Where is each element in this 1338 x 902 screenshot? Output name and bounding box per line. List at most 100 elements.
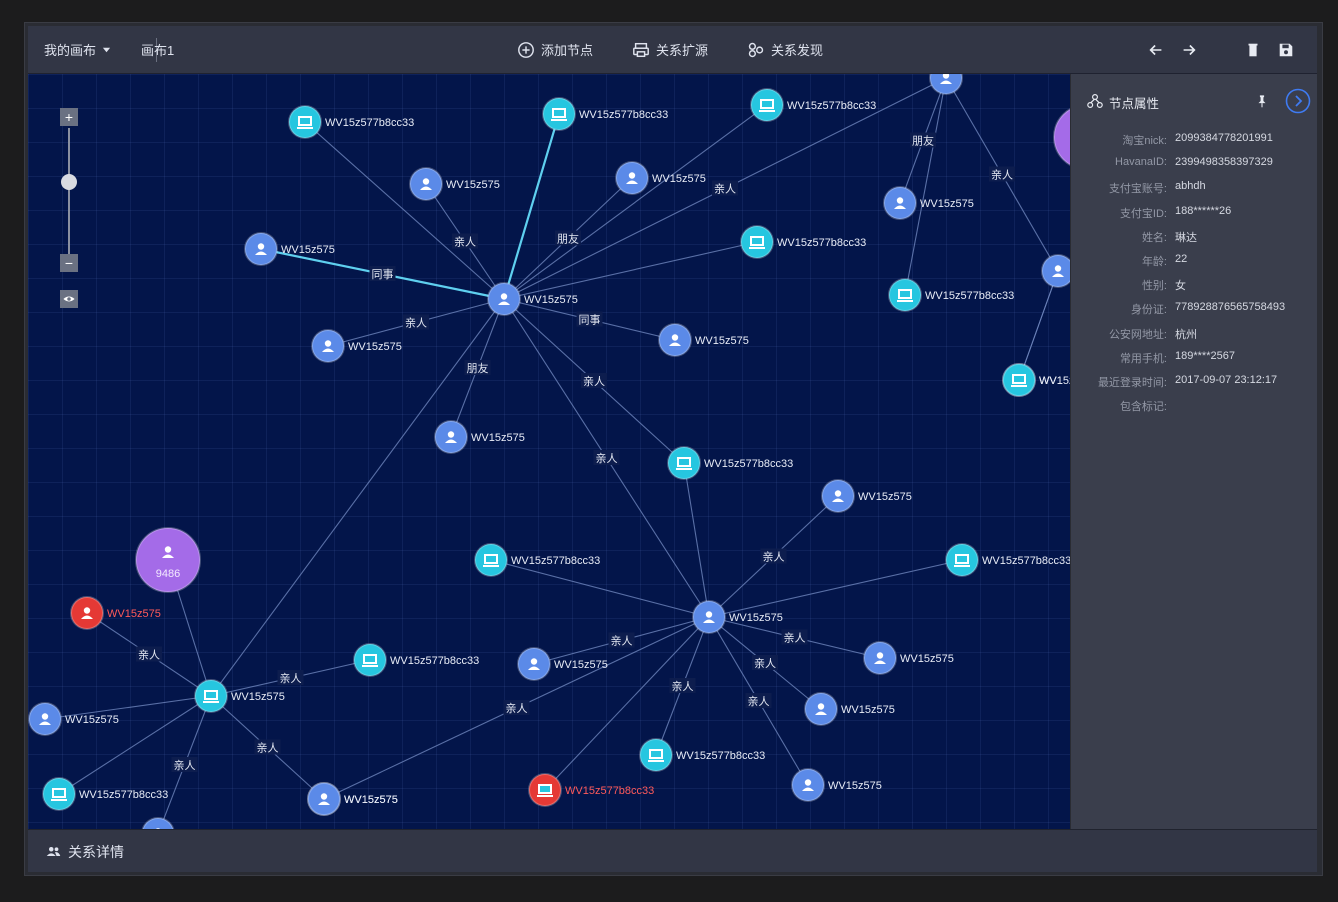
node-circle[interactable] <box>135 527 201 593</box>
edge-label: 亲人 <box>280 671 302 685</box>
graph-node[interactable]: WV15z577b8cc33 <box>528 773 654 807</box>
zoom-track[interactable] <box>68 128 70 260</box>
graph-node[interactable]: WV15z577b8cc33 <box>639 738 765 772</box>
graph-node[interactable]: WV15z575 <box>804 692 895 726</box>
property-row: 常用手机:189****2567 <box>1071 350 1317 368</box>
graph-node[interactable]: 9486 <box>135 527 201 593</box>
graph-edge[interactable] <box>1018 270 1059 381</box>
graph-node[interactable]: WV15z575 <box>863 641 954 675</box>
graph-node[interactable]: WV15z575 <box>658 323 749 357</box>
graph-node[interactable]: WV15z575 <box>409 167 500 201</box>
person-icon-body <box>1052 273 1064 277</box>
zoom-slider-handle[interactable] <box>61 174 77 190</box>
graph-node[interactable]: WV15z575 <box>141 817 232 829</box>
edge-label: 同事 <box>372 268 394 281</box>
delete-button[interactable] <box>1244 26 1262 73</box>
top-toolbar: 我的画布 画布1 添加节点 关系扩源 关系发现 <box>28 26 1317 74</box>
redo-button[interactable] <box>1180 26 1198 73</box>
person-icon-body <box>528 666 540 670</box>
graph-node[interactable]: WV15z577b8cc33 <box>667 446 793 480</box>
graph-edge[interactable] <box>502 113 561 300</box>
node-graph-icon <box>1087 94 1103 108</box>
expand-relation-button[interactable]: 关系扩源 <box>632 26 708 73</box>
visibility-toggle[interactable] <box>60 290 78 308</box>
person-icon-body <box>322 348 334 352</box>
graph-edge[interactable] <box>490 559 710 618</box>
edge-label-bg <box>136 646 162 662</box>
graph-node[interactable]: WV15z577b8cc33 <box>750 88 876 122</box>
graph-node[interactable]: WV15z575 <box>194 679 285 713</box>
graph-edge[interactable] <box>304 121 505 300</box>
graph-node[interactable]: WV15z577b8cc33 <box>740 225 866 259</box>
graph-node[interactable] <box>929 74 963 95</box>
edge-label-bg <box>171 757 198 772</box>
edge-label: 亲人 <box>784 631 806 645</box>
zoom-in-button[interactable]: + <box>60 108 78 126</box>
graph-node[interactable]: WV15z577b8cc33 <box>474 543 600 577</box>
node-label: WV15z575 <box>841 704 895 716</box>
undo-button[interactable] <box>1147 26 1165 73</box>
graph-edge[interactable] <box>708 559 963 618</box>
graph-node[interactable]: WV15z575 <box>244 232 335 266</box>
graph-node[interactable]: WV1 <box>1002 363 1063 397</box>
node-label: WV15z575 <box>695 335 749 347</box>
discover-relation-button[interactable]: 关系发现 <box>747 26 823 73</box>
relation-graph[interactable]: 亲人朋友同事亲人同事朋友亲人亲人亲人朋友亲人亲人亲人亲人亲人亲人亲人亲人亲人亲人… <box>28 74 1070 829</box>
graph-node[interactable]: WV15z575 <box>883 186 974 220</box>
person-icon-body <box>669 342 681 346</box>
add-node-button[interactable]: 添加节点 <box>517 26 593 73</box>
property-row: 最近登录时间:2017-09-07 23:12:17 <box>1071 374 1317 392</box>
canvas-menu-dropdown[interactable]: 我的画布 <box>44 26 111 73</box>
graph-edge[interactable] <box>904 77 947 296</box>
node-circle[interactable] <box>1053 105 1070 169</box>
pin-icon[interactable] <box>1255 94 1269 108</box>
graph-node[interactable]: WV15z575 <box>821 479 912 513</box>
graph-node[interactable]: WV15z577b8cc33 <box>945 543 1070 577</box>
graph-node[interactable]: WV15z577b8cc33 <box>288 105 414 139</box>
property-value: abhdh <box>1175 180 1206 193</box>
graph-node[interactable] <box>1053 105 1070 169</box>
trash-icon <box>1248 43 1258 56</box>
graph-edge[interactable] <box>44 695 212 720</box>
graph-node[interactable]: WV15z575 <box>311 329 402 363</box>
graph-node[interactable]: WV15z575 <box>487 282 578 316</box>
device-icon-screen <box>540 786 550 792</box>
graph-edge[interactable] <box>683 462 710 618</box>
graph-node[interactable]: WV15z575 <box>692 600 783 634</box>
graph-node[interactable] <box>1041 254 1070 288</box>
device-icon-screen <box>957 556 967 562</box>
graph-node[interactable]: WV15z575 <box>517 647 608 681</box>
device-icon-base <box>897 300 913 302</box>
zoom-out-button[interactable]: − <box>60 254 78 272</box>
edge-label-bg <box>712 180 738 196</box>
canvas-name[interactable]: 画布1 <box>141 26 174 73</box>
save-button[interactable] <box>1277 26 1295 73</box>
graph-node[interactable]: WV15z575 <box>615 161 706 195</box>
node-label: WV15z575 <box>524 294 578 306</box>
node-circle[interactable] <box>1041 254 1070 288</box>
graph-node[interactable]: WV15z575 <box>791 768 882 802</box>
graph-node[interactable]: WV15z577b8cc33 <box>353 643 479 677</box>
graph-node[interactable]: WV15z575 <box>28 702 119 736</box>
graph-edge[interactable] <box>544 616 710 791</box>
graph-edge[interactable] <box>210 298 505 697</box>
edge-label-bg <box>464 360 491 375</box>
graph-node[interactable]: WV15z575 <box>70 596 161 630</box>
graph-node[interactable]: WV15z577b8cc33 <box>888 278 1014 312</box>
graph-edge[interactable] <box>58 695 212 795</box>
relation-detail-bar[interactable]: 关系详情 <box>28 829 1317 872</box>
graph-node[interactable]: WV15z575 <box>434 420 525 454</box>
graph-canvas[interactable]: 亲人朋友同事亲人同事朋友亲人亲人亲人朋友亲人亲人亲人亲人亲人亲人亲人亲人亲人亲人… <box>28 74 1070 829</box>
graph-node[interactable]: WV15z577b8cc33 <box>542 97 668 131</box>
node-circle[interactable] <box>141 817 175 829</box>
graph-edge[interactable] <box>503 241 758 300</box>
graph-node[interactable]: WV15z577b8cc33 <box>42 777 168 811</box>
graph-edge[interactable] <box>503 104 768 300</box>
edge-label-bg <box>581 373 607 388</box>
collapse-panel-icon[interactable] <box>1285 88 1311 114</box>
device-icon-screen <box>752 238 762 244</box>
device-icon-base <box>648 760 664 762</box>
graph-node[interactable]: WV15z575 <box>307 782 398 816</box>
person-icon <box>500 293 508 300</box>
node-label: WV15z575 <box>652 173 706 185</box>
